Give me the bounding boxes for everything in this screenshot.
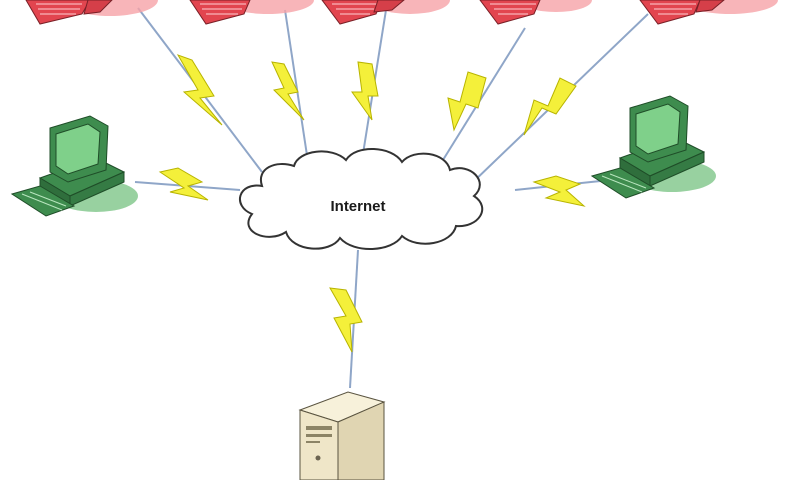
lightning-bolt-icon bbox=[523, 77, 577, 136]
desktop-computer-icon bbox=[590, 95, 706, 199]
cloud-label: Internet bbox=[330, 198, 385, 215]
laptop-icon bbox=[639, 0, 725, 25]
lightning-bolt-icon bbox=[271, 61, 305, 121]
lightning-bolt-icon bbox=[532, 175, 586, 207]
server-node bbox=[298, 391, 386, 480]
laptop-icon bbox=[25, 0, 113, 25]
desktop-node-left bbox=[10, 115, 138, 217]
link-laptop-2 bbox=[284, 9, 309, 163]
desktop-node-right bbox=[590, 95, 716, 199]
desktop-computer-icon bbox=[10, 115, 126, 217]
laptop-icon bbox=[189, 0, 251, 25]
laptop-node-4 bbox=[479, 0, 592, 25]
laptop-node-3 bbox=[321, 0, 450, 25]
link-laptop-4 bbox=[437, 27, 526, 169]
cloud-icon bbox=[239, 147, 484, 251]
lightning-bolts bbox=[158, 54, 586, 353]
laptop-node-5 bbox=[639, 0, 778, 25]
internet-cloud: Internet bbox=[239, 147, 484, 251]
laptop-icon bbox=[479, 0, 541, 25]
lightning-bolt-icon bbox=[176, 54, 223, 126]
lightning-bolt-icon bbox=[329, 287, 363, 353]
server-tower-icon bbox=[298, 391, 386, 480]
lightning-bolt-icon bbox=[158, 167, 209, 201]
lightning-bolt-icon bbox=[447, 71, 487, 132]
laptop-node-2 bbox=[189, 0, 314, 25]
laptop-node-1 bbox=[25, 0, 158, 25]
laptop-icon bbox=[321, 0, 405, 25]
lightning-bolt-icon bbox=[351, 61, 379, 121]
